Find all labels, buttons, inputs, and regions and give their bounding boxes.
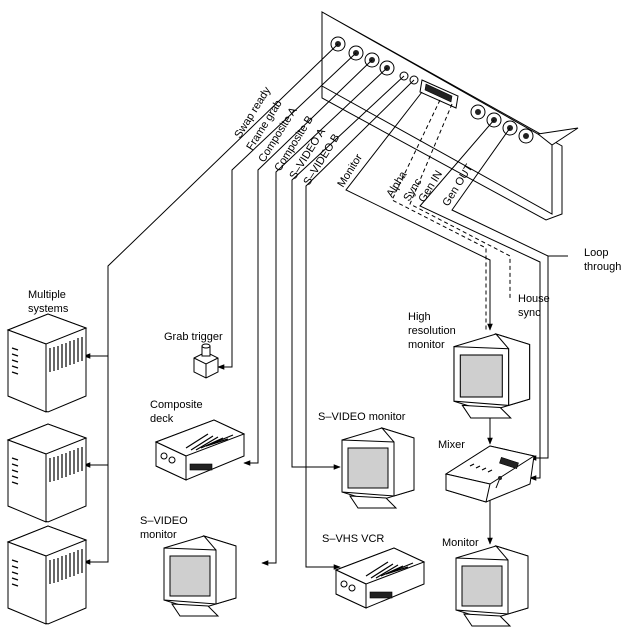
composite-deck-label-1: Composite bbox=[150, 399, 203, 411]
hires-monitor-label-2: resolution bbox=[408, 325, 456, 337]
multiple-systems-label-1: Multiple bbox=[28, 289, 66, 301]
composite-deck-label-2: deck bbox=[150, 413, 174, 425]
svhs-vcr-label: S–VHS VCR bbox=[322, 533, 384, 545]
svideo-monitor-bottom-label-2: monitor bbox=[140, 529, 177, 541]
loop-through-label-1: Loop bbox=[584, 247, 608, 259]
mixer-device bbox=[444, 445, 536, 503]
grab-trigger-label: Grab trigger bbox=[164, 331, 223, 343]
house-sync-label-1: House bbox=[518, 293, 550, 305]
hires-monitor-label-3: monitor bbox=[408, 339, 445, 351]
svideo-monitor-top-device bbox=[341, 427, 415, 509]
mixer-label: Mixer bbox=[438, 439, 465, 451]
multiple-systems-label-2: systems bbox=[28, 303, 69, 315]
svideo-monitor-top-label: S–VIDEO monitor bbox=[318, 411, 406, 423]
bottom-monitor-device bbox=[455, 545, 529, 627]
hires-monitor-device bbox=[453, 333, 531, 419]
workstation-1 bbox=[7, 313, 87, 413]
composite-deck-device bbox=[155, 419, 245, 481]
connector-panel bbox=[321, 11, 579, 221]
workstation-2 bbox=[7, 423, 87, 523]
monitor-bottom-label: Monitor bbox=[442, 537, 479, 549]
workstation-3 bbox=[7, 525, 87, 625]
grab-trigger-device bbox=[193, 343, 219, 379]
loop-through-label-2: through bbox=[584, 261, 621, 273]
house-sync-label-2: sync bbox=[518, 307, 541, 319]
svideo-monitor-bottom-device bbox=[163, 535, 237, 617]
svideo-monitor-bottom-label-1: S–VIDEO bbox=[140, 515, 188, 527]
svhs-vcr-device bbox=[335, 547, 425, 609]
hires-monitor-label-1: High bbox=[408, 311, 431, 323]
cables bbox=[83, 43, 568, 570]
